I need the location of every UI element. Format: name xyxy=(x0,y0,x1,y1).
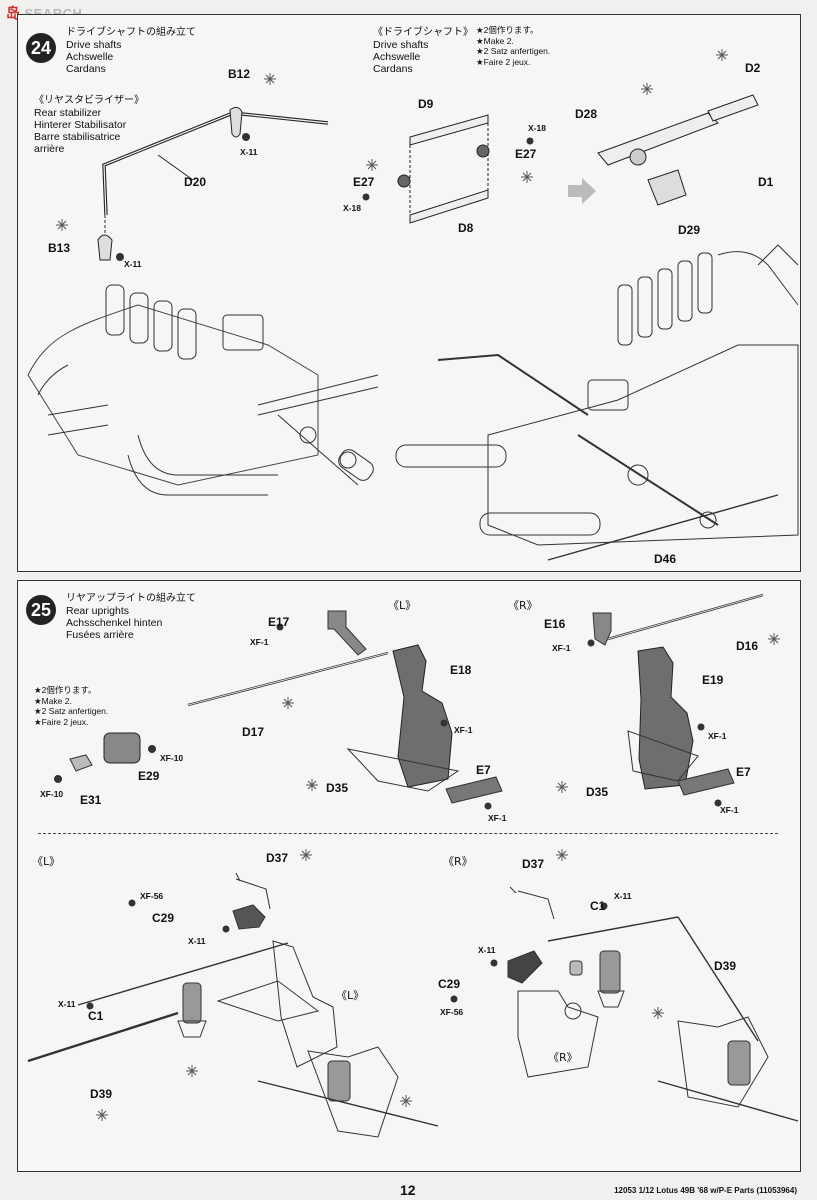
step-24-drawing xyxy=(27,49,799,561)
label-d37-a: D37 xyxy=(266,851,289,865)
label-e18: E18 xyxy=(450,663,472,677)
step-24-title-de: Achswelle xyxy=(66,51,114,63)
label-e27-a: E27 xyxy=(515,147,537,161)
label-c1-a: C1 xyxy=(88,1009,104,1023)
rear-stabilizer-fr: Barre stabilisatrice xyxy=(34,131,121,143)
label-xf56-a: XF-56 xyxy=(140,891,164,901)
label-c29-b: C29 xyxy=(438,977,461,991)
step-25-title-de: Achsschenkel hinten xyxy=(66,617,163,629)
make2-de-25: ★2 Satz anfertigen. xyxy=(34,706,109,716)
drive-shafts-jp: 《ドライブシャフト》 xyxy=(373,27,473,38)
label-e7-a: E7 xyxy=(476,763,491,777)
label-b13: B13 xyxy=(48,241,71,255)
label-d20: D20 xyxy=(184,175,207,189)
label-xf1-f: XF-1 xyxy=(720,805,739,815)
step-24-title-en: Drive shafts xyxy=(66,39,122,51)
label-xf56-b: XF-56 xyxy=(440,1007,464,1017)
label-c1-b: C1 xyxy=(590,899,606,913)
make2-fr: ★Faire 2 jeux. xyxy=(476,56,531,67)
label-d8: D8 xyxy=(458,221,474,235)
drive-shafts-heading: 《ドライブシャフト》 Drive shafts Achswelle Cardan… xyxy=(373,27,473,75)
label-d35-a: D35 xyxy=(326,781,349,795)
make2-jp-25: ★2個作ります。 xyxy=(34,685,97,695)
label-xf1-d: XF-1 xyxy=(552,643,571,653)
drive-shafts-en: Drive shafts xyxy=(373,39,429,51)
label-d28: D28 xyxy=(575,107,598,121)
label-d9: D9 xyxy=(418,97,434,111)
rear-stabilizer-jp: 《リヤスタビライザー》 xyxy=(34,95,144,106)
label-e17: E17 xyxy=(268,615,290,629)
label-xf1-e: XF-1 xyxy=(708,731,727,741)
label-xf10-a: XF-10 xyxy=(160,753,184,763)
step-24-panel: 24 ドライブシャフトの組み立て Drive shafts Achswelle … xyxy=(17,14,801,572)
label-xf1-b: XF-1 xyxy=(454,725,473,735)
step-25-title: リヤアップライトの組み立て Rear uprights Achsschenkel… xyxy=(66,593,196,641)
label-d46: D46 xyxy=(654,552,677,566)
step-25-number: 25 xyxy=(26,595,56,625)
label-x11-f: X-11 xyxy=(478,945,496,955)
label-e31: E31 xyxy=(80,793,102,807)
label-x11-c: X-11 xyxy=(188,936,206,946)
step-25-title-en: Rear uprights xyxy=(66,605,130,617)
side-left-3: 《L》 xyxy=(336,989,365,1002)
step-25-panel: 25 リヤアップライトの組み立て Rear uprights Achsschen… xyxy=(17,580,801,1172)
label-e16: E16 xyxy=(544,617,566,631)
step-24-number: 24 xyxy=(26,33,56,63)
label-d29: D29 xyxy=(678,223,701,237)
label-e7-b: E7 xyxy=(736,765,751,779)
step-25-title-fr: Fusées arrière xyxy=(66,629,134,641)
step-25-make-2-note: ★2個作ります。 ★Make 2. ★2 Satz anfertigen. ★F… xyxy=(34,685,108,727)
label-d1: D1 xyxy=(758,175,774,189)
side-left-1: 《L》 xyxy=(388,599,417,612)
label-d17: D17 xyxy=(242,725,265,739)
side-right-2: 《R》 xyxy=(443,855,473,868)
make2-de: ★2 Satz anfertigen. xyxy=(476,46,551,56)
step-24-title: ドライブシャフトの組み立て Drive shafts Achswelle Car… xyxy=(66,27,196,75)
label-x11-e: X-11 xyxy=(614,891,632,901)
rear-stabilizer-fr2: arrière xyxy=(34,143,65,155)
label-d39-b: D39 xyxy=(714,959,737,973)
label-x11-a: X-11 xyxy=(240,147,258,157)
label-xf1-a: XF-1 xyxy=(250,637,269,647)
step-25-title-jp: リヤアップライトの組み立て xyxy=(66,593,196,604)
label-x11-b: X-11 xyxy=(124,259,142,269)
watermark-logo: 岛 xyxy=(6,5,21,21)
label-c29-a: C29 xyxy=(152,911,175,925)
label-d37-b: D37 xyxy=(522,857,545,871)
make2-fr-25: ★Faire 2 jeux. xyxy=(34,716,89,727)
label-e29: E29 xyxy=(138,769,160,783)
make2-en: ★Make 2. xyxy=(476,35,514,46)
label-e27-b: E27 xyxy=(353,175,375,189)
side-left-2: 《L》 xyxy=(32,855,61,868)
make2-en-25: ★Make 2. xyxy=(34,695,72,706)
side-right-3: 《R》 xyxy=(548,1051,578,1064)
label-d2: D2 xyxy=(745,61,761,75)
page-footer: 12053 1/12 Lotus 49B '68 w/P-E Parts (11… xyxy=(614,1186,797,1195)
side-right-1: 《R》 xyxy=(508,599,538,612)
section-divider xyxy=(38,833,778,834)
label-d35-b: D35 xyxy=(586,785,609,799)
label-x18-b: X-18 xyxy=(343,203,361,213)
label-xf1-c: XF-1 xyxy=(488,813,507,823)
rear-stabilizer-en: Rear stabilizer xyxy=(34,107,102,119)
label-b12: B12 xyxy=(228,67,251,81)
rear-stabilizer-heading: 《リヤスタビライザー》 Rear stabilizer Hinterer Sta… xyxy=(34,95,144,155)
drive-shafts-de: Achswelle xyxy=(373,51,421,63)
label-e19: E19 xyxy=(702,673,724,687)
page-number: 12 xyxy=(400,1182,416,1198)
rear-stabilizer-de: Hinterer Stabilisator xyxy=(34,119,127,131)
step-24-title-jp: ドライブシャフトの組み立て xyxy=(66,27,196,38)
label-x18-a: X-18 xyxy=(528,123,546,133)
make2-jp: ★2個作ります。 xyxy=(476,25,539,35)
drive-shafts-fr: Cardans xyxy=(373,63,413,75)
step-24-title-fr: Cardans xyxy=(66,63,106,75)
label-d39-a: D39 xyxy=(90,1087,113,1101)
step-24-make-2-note: ★2個作ります。 ★Make 2. ★2 Satz anfertigen. ★F… xyxy=(476,25,550,67)
label-xf10-b: XF-10 xyxy=(40,789,64,799)
label-x11-d: X-11 xyxy=(58,999,76,1009)
label-d16: D16 xyxy=(736,639,759,653)
step-25-drawing xyxy=(27,593,799,1138)
